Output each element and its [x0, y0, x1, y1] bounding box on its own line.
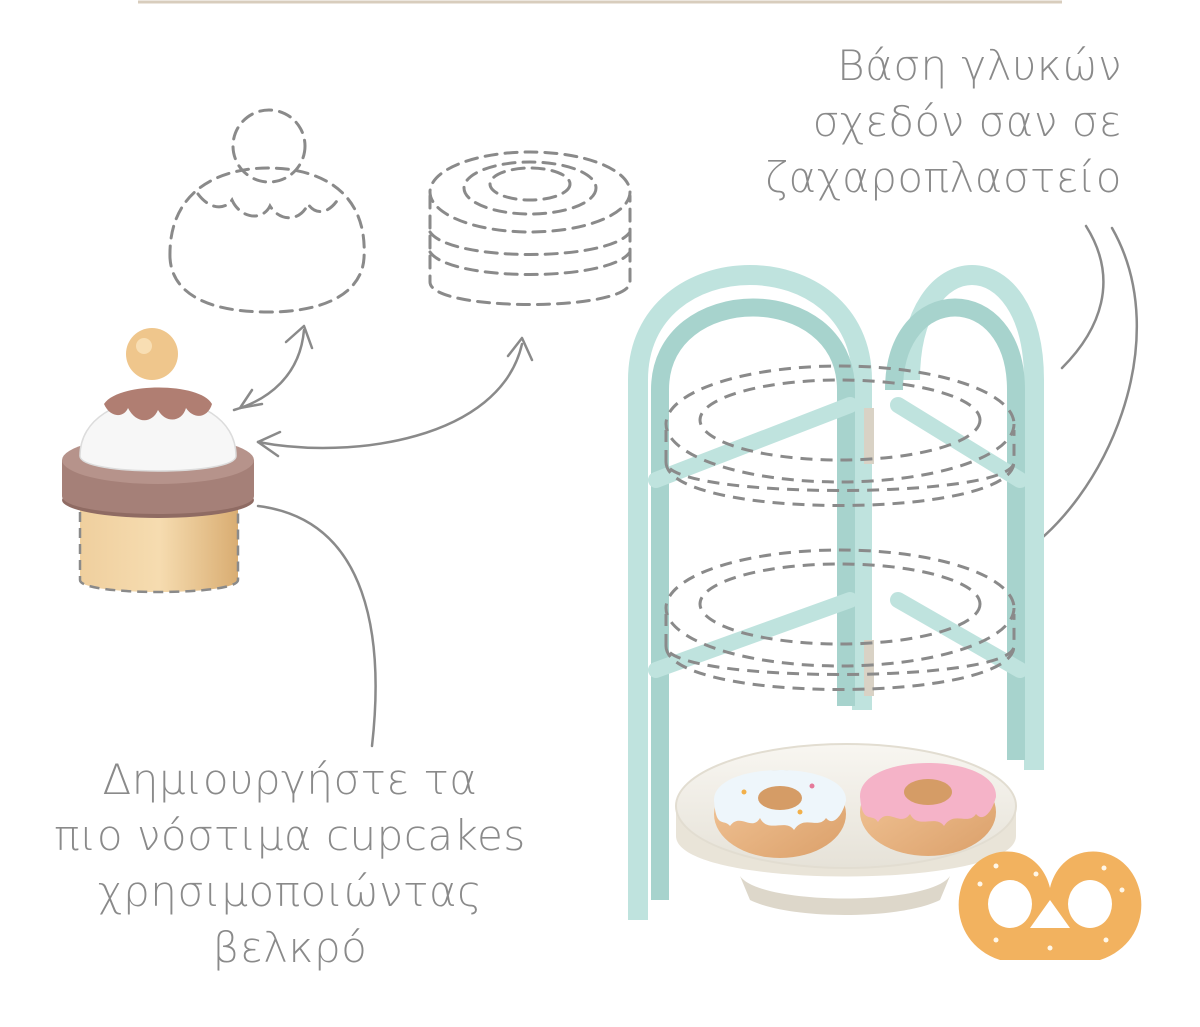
donut-white — [714, 770, 846, 858]
stand-caption-line-3: ζαχαροπλαστείο — [765, 153, 1122, 202]
pretzel — [958, 851, 1142, 960]
donut-pink — [860, 763, 996, 856]
cupcake-caption-line-2: πιο νόστιμα cupcakes — [54, 811, 526, 860]
stand-caption: Βάση γλυκών σχεδόν σαν σε ζαχαροπλαστείο — [765, 38, 1122, 206]
dashed-cupcake-base-outline — [428, 150, 632, 306]
stand-caption-line-2: σχεδόν σαν σε — [812, 97, 1122, 146]
leader-lines-stand — [1016, 224, 1138, 558]
cupcake-caption: Δημιουργήστε τα πιο νόστιμα cupcakes χρη… — [0, 752, 580, 976]
arrow-to-top-outline — [232, 328, 306, 412]
stand-caption-line-1: Βάση γλυκών — [837, 41, 1122, 90]
cupcake-caption-line-3: χρησιμοποιώντας — [97, 867, 483, 916]
arrow-to-base-outline — [256, 342, 524, 450]
wooden-cupcake — [62, 328, 254, 594]
cupcake-caption-line-4: βελκρό — [212, 923, 368, 972]
dashed-cupcake-top-outline — [168, 108, 366, 314]
arrows — [232, 324, 534, 458]
cupcake-caption-line-1: Δημιουργήστε τα — [102, 755, 478, 804]
leader-line-cupcake — [256, 504, 377, 748]
